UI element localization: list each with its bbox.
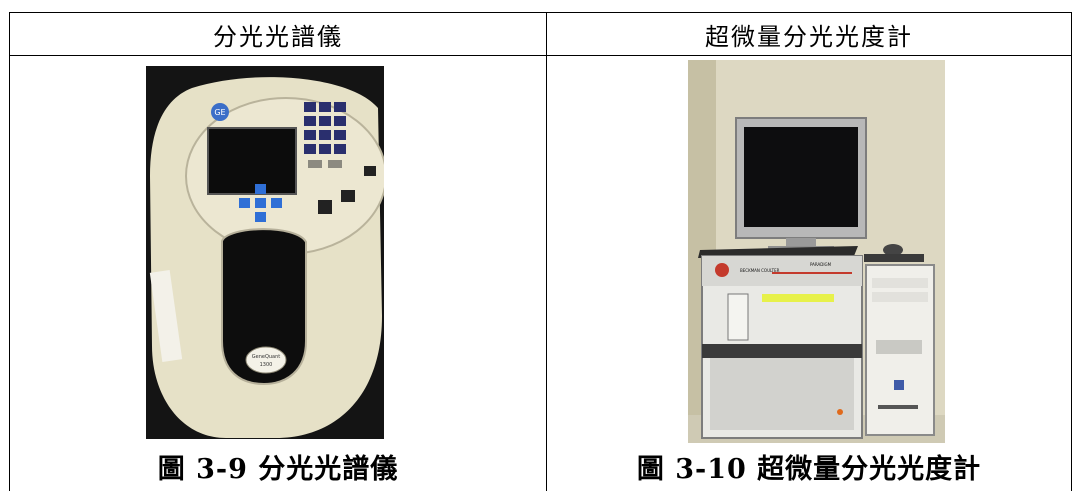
- ge-logo-text: GE: [214, 108, 225, 117]
- header-cell-nano-spectrophotometer: 超微量分光光度計: [705, 22, 913, 51]
- figure-caption-3-9: 圖 3-9 分光光譜儀: [157, 453, 399, 485]
- table-top-border: [9, 12, 1071, 13]
- header-bottom-border: [9, 55, 1071, 56]
- nano-spectrophotometer-photo: BECKMAN COULTER PARADIGM: [688, 60, 945, 443]
- genequant-label: GeneQuant: [252, 354, 281, 360]
- table-middle-border: [546, 12, 547, 491]
- paradigm-label: PARADIGM: [810, 262, 832, 267]
- beckman-logo: BECKMAN COULTER: [740, 268, 780, 273]
- table-right-border: [1071, 12, 1072, 491]
- model-number-label: 1300: [260, 362, 273, 368]
- spectrophotometer-photo: GE GeneQuant 1300: [146, 66, 384, 439]
- header-cell-spectrophotometer: 分光光譜儀: [213, 22, 343, 51]
- figure-caption-3-10: 圖 3-10 超微量分光光度計: [636, 453, 982, 485]
- table-left-border: [9, 12, 10, 491]
